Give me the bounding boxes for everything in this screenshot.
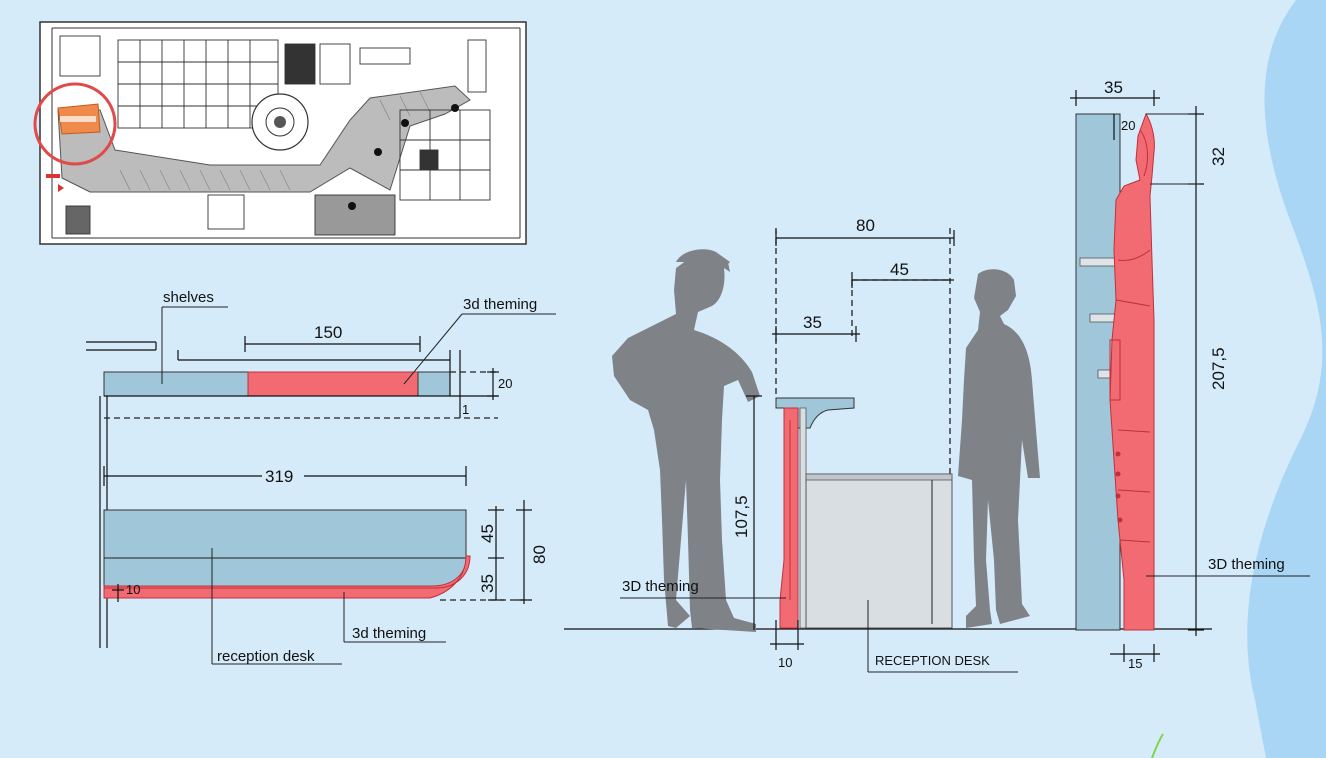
dim-150: 150 xyxy=(314,323,342,342)
dim-20: 20 xyxy=(498,376,512,391)
elev-reception-label: RECEPTION DESK xyxy=(875,653,990,668)
side-dim-207: 207,5 xyxy=(1209,347,1228,390)
dim-80: 80 xyxy=(530,545,549,564)
elev-dim-45: 45 xyxy=(890,260,909,279)
decorative-wave xyxy=(1247,0,1326,758)
theming-top-label: 3d theming xyxy=(463,296,537,313)
side-dim-32: 32 xyxy=(1209,147,1228,166)
side-dim-20: 20 xyxy=(1121,118,1135,133)
dim-1: 1 xyxy=(462,402,469,417)
highlight-circle xyxy=(33,82,117,166)
elev-dim-107: 107,5 xyxy=(732,495,751,538)
dim-319: 319 xyxy=(265,467,293,486)
side-theming-label: 3D theming xyxy=(1208,556,1285,573)
side-theming-profile xyxy=(1109,112,1155,631)
dim-10: 10 xyxy=(126,582,140,597)
floor-plan xyxy=(33,21,527,245)
dim-45: 45 xyxy=(478,524,497,543)
leaf-stroke xyxy=(1151,733,1164,758)
theming-bottom-label: 3d theming xyxy=(352,625,426,642)
corridor xyxy=(57,85,471,193)
side-dim-15: 15 xyxy=(1128,656,1142,671)
elev-dim-35: 35 xyxy=(803,313,822,332)
elev-dim-80: 80 xyxy=(856,216,875,235)
elev-theming-label: 3D theming xyxy=(622,578,699,595)
dim-35: 35 xyxy=(478,574,497,593)
shelves-label: shelves xyxy=(163,289,214,306)
reception-desk-label: reception desk xyxy=(217,648,315,665)
elev-dim-10: 10 xyxy=(778,655,792,670)
front-elevation: 80 45 35 107,5 3D theming 10 RECEPTI xyxy=(564,216,1212,673)
side-elevation: 35 20 32 207,5 3D theming 15 xyxy=(1070,78,1310,671)
person-silhouette-right xyxy=(958,269,1040,628)
person-silhouette-left xyxy=(612,249,760,632)
side-dim-35: 35 xyxy=(1104,78,1123,97)
plan-section: shelves 3d theming 150 20 1 319 xyxy=(86,289,556,665)
